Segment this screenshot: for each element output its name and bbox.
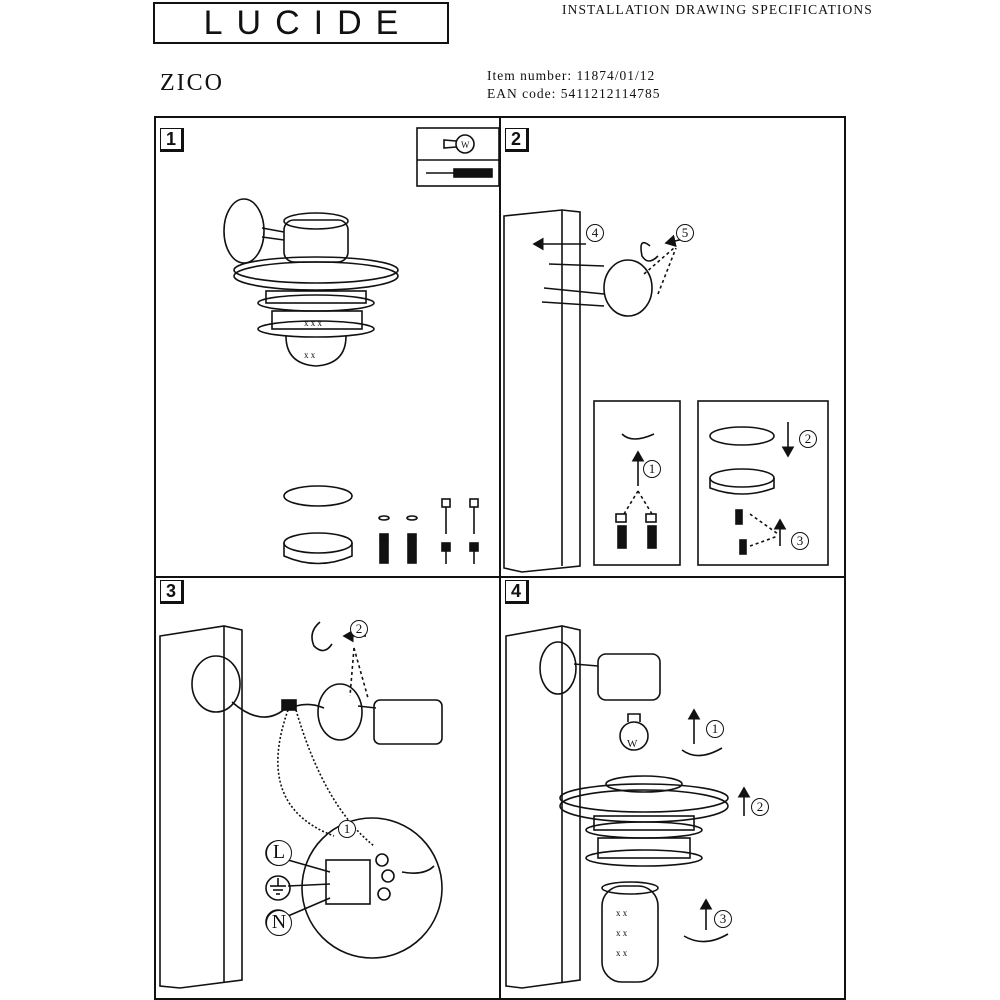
callout-4: 4 bbox=[586, 224, 604, 242]
neutral-terminal-label: N bbox=[266, 910, 292, 936]
item-number: Item number: 11874/01/12 bbox=[487, 68, 656, 83]
callout-2: 2 bbox=[350, 620, 368, 638]
callout-1: 1 bbox=[706, 720, 724, 738]
svg-text:x x: x x bbox=[616, 948, 628, 958]
document-title: INSTALLATION DRAWING SPECIFICATIONS bbox=[562, 2, 873, 17]
callout-1: 1 bbox=[338, 820, 356, 838]
svg-text:x x: x x bbox=[304, 350, 316, 360]
callout-2: 2 bbox=[751, 798, 769, 816]
step-number-2: 2 bbox=[505, 128, 529, 152]
light-bulb-icon: W bbox=[443, 134, 475, 154]
step-number-3: 3 bbox=[160, 580, 184, 604]
svg-text:x x: x x bbox=[616, 928, 628, 938]
callout-3: 3 bbox=[714, 910, 732, 928]
callout-2: 2 bbox=[799, 430, 817, 448]
step-number-1: 1 bbox=[160, 128, 184, 152]
live-terminal-label: L bbox=[266, 840, 292, 866]
step-number-4: 4 bbox=[505, 580, 529, 604]
callout-5: 5 bbox=[676, 224, 694, 242]
svg-text:x x x: x x x bbox=[304, 318, 323, 328]
ean-code: EAN code: 5411212114785 bbox=[487, 86, 661, 101]
callout-3: 3 bbox=[791, 532, 809, 550]
product-name: ZICO bbox=[160, 70, 224, 96]
panel-2-contents bbox=[503, 209, 829, 573]
svg-text:x x: x x bbox=[616, 908, 628, 918]
lucide-logo: LUCIDE bbox=[153, 2, 449, 44]
bulb-wattage-label: W bbox=[627, 738, 638, 750]
mounting-parts bbox=[283, 485, 479, 565]
wall-lamp-illustration: x x x x x bbox=[223, 198, 399, 367]
panel-3-contents bbox=[159, 621, 443, 989]
screwdriver-icon bbox=[426, 168, 493, 178]
panel-1-contents: W x x x x x bbox=[223, 127, 500, 565]
installation-drawing: W x x x x x bbox=[154, 116, 846, 1000]
callout-1: 1 bbox=[643, 460, 661, 478]
panel-4-contents: x x x x x x bbox=[505, 625, 751, 989]
svg-text:W: W bbox=[461, 140, 470, 150]
